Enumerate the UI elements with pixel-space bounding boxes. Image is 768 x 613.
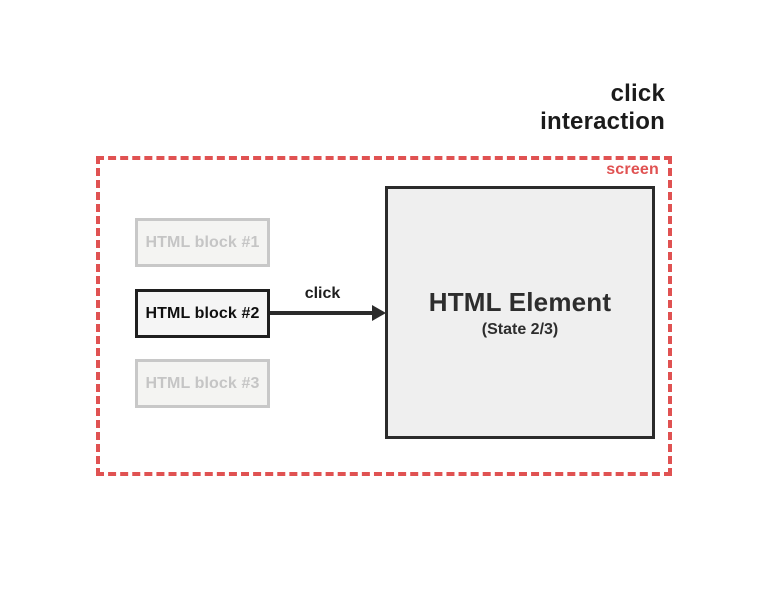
html-block-1-label: HTML block #1	[145, 233, 260, 251]
screen-boundary: screen	[96, 156, 672, 476]
html-block-3-label: HTML block #3	[145, 374, 260, 392]
html-block-1: HTML block #1	[135, 218, 270, 267]
html-block-2: HTML block #2	[135, 289, 270, 338]
html-block-3: HTML block #3	[135, 359, 270, 408]
click-arrow-head-icon	[372, 305, 386, 321]
html-element-state: (State 2/3)	[481, 320, 559, 338]
page-title: click interaction	[540, 80, 665, 135]
html-element-title: HTML Element	[428, 286, 612, 317]
click-arrow-line	[270, 311, 375, 315]
html-block-2-label: HTML block #2	[145, 304, 260, 322]
html-element-box: HTML Element (State 2/3)	[385, 186, 655, 439]
screen-label: screen	[606, 161, 659, 178]
click-arrow-label: click	[304, 285, 341, 302]
